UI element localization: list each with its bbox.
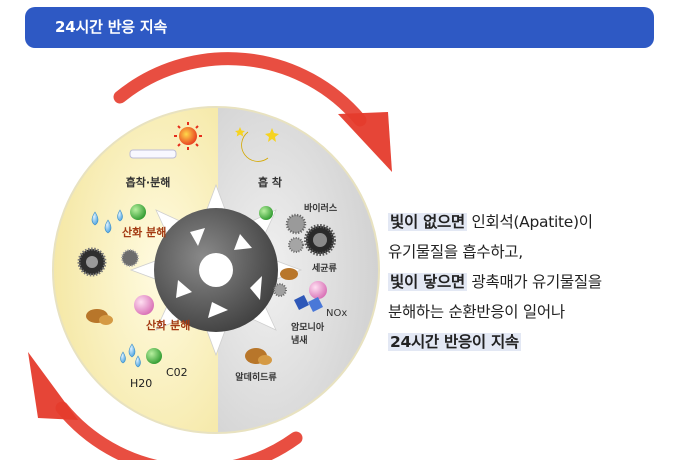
dust-particle-icon (86, 309, 113, 325)
description-text-part: 광촉매가 유기물질을 (466, 273, 603, 291)
highlight-text: 빛이 없으면 (388, 213, 467, 231)
day-title: 흡착·분해 (126, 175, 171, 189)
nox-label: NOx (326, 308, 347, 319)
virus-label: 바이러스 (304, 202, 338, 214)
nox-icon (294, 295, 323, 312)
cycle-arrow-top (113, 52, 392, 172)
sun-icon (174, 122, 202, 150)
catalyst-core-icon (129, 183, 303, 357)
co2-label: C02 (166, 366, 188, 379)
h2o-label: H20 (130, 377, 152, 390)
description-text: 빛이 없으면 인회석(Apatite)이 유기물질을 흡수하고, 빛이 닿으면 … (388, 207, 678, 357)
star-icon (235, 127, 279, 142)
description-line: 빛이 닿으면 광촉매가 유기물질을 (388, 267, 678, 297)
description-line: 분해하는 순환반응이 일어나 (388, 303, 565, 321)
description-line: 24시간 반응이 지속 (388, 327, 678, 357)
pink-molecule-icon (309, 281, 327, 299)
highlight-text: 24시간 반응이 지속 (388, 333, 521, 351)
moon-icon (241, 131, 269, 162)
header-title: 24시간 반응 지속 (55, 18, 168, 36)
description-line: 빛이 없으면 인회석(Apatite)이 (388, 207, 678, 237)
lamp-icon (129, 149, 177, 159)
description-line: 유기물질을 흡수하고, (388, 243, 523, 261)
virus-icon (273, 213, 336, 297)
green-molecule-icon (146, 348, 162, 364)
header-bar: 24시간 반응 지속 (25, 7, 654, 48)
dark-particle-icon (77, 247, 139, 277)
oxidation-label: 산화 분해 (122, 225, 166, 239)
cycle-arrow-bottom (28, 352, 303, 460)
bacteria-icon (280, 268, 298, 280)
cycle-diagram: 흡착·분해 흡 착 (28, 52, 392, 460)
description-text-part: 인회석(Apatite)이 (466, 213, 593, 231)
oxidation-label: 산화 분해 (146, 318, 190, 332)
pink-molecule-icon (134, 295, 154, 315)
green-molecule-icon (130, 204, 146, 220)
night-title: 흡 착 (258, 175, 282, 189)
aldehyde-label: 알데히드류 (235, 371, 276, 383)
water-drop-icon (91, 209, 141, 368)
green-molecule-icon (259, 206, 273, 220)
highlight-text: 빛이 닿으면 (388, 273, 467, 291)
bacteria-label: 세균류 (312, 262, 337, 274)
